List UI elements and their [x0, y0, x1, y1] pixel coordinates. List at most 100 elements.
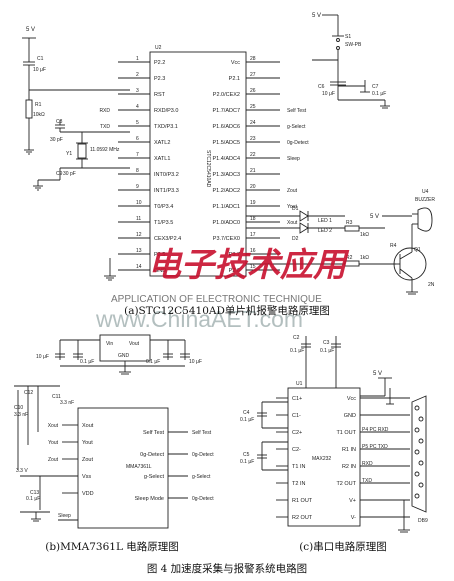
mcu-pin-name: Vcc — [231, 60, 240, 66]
c3-label: C3 — [323, 340, 330, 346]
watermark-cn: 电子技术应用 — [148, 245, 350, 284]
crystal-y1 — [77, 143, 87, 159]
d1-label: D1 — [292, 206, 299, 212]
mcu-pin-num: 9 — [136, 184, 139, 190]
mcu-pin-name: T1/P3.5 — [154, 220, 173, 226]
r2-label: R2 — [346, 255, 353, 261]
accel-chip-body — [77, 407, 169, 529]
max232-pin-name: R1 IN — [342, 447, 356, 453]
c7-value: 0.1 μF — [372, 91, 386, 97]
accel-net-label: g-Select — [192, 474, 211, 480]
max232-pin-name: C1- — [292, 413, 301, 419]
db9-pin — [414, 493, 420, 499]
accel-pin-name: 0g-Detect — [140, 452, 164, 458]
mcu-pin-num: 10 — [136, 200, 142, 206]
mcu-pin-name: CEX3/P2.4 — [154, 236, 181, 242]
db9-pin — [418, 482, 424, 488]
mcu-net-label: Zout — [287, 188, 298, 194]
db9-pin — [418, 416, 424, 422]
mcu-pin-num: 3 — [136, 88, 139, 94]
mcu-pin-name: P1.6/ADC6 — [212, 124, 240, 130]
max232-net-label: P5 PC TXD — [362, 444, 388, 450]
mcu-pin-name: RXD/P3.0 — [154, 108, 178, 114]
s1-label: S1 — [345, 34, 351, 40]
caption-c: (c)串口电路原理图 — [299, 540, 387, 553]
c13-label: C13 — [30, 490, 39, 496]
ldo-vin: Vin — [106, 341, 113, 347]
accel-net-label: Zout — [48, 457, 59, 463]
mcu-pin-num: 14 — [136, 264, 142, 270]
net-3v3: 3.3 V — [16, 468, 28, 474]
mcu-pin-name: P2.5 — [154, 252, 165, 258]
mcu-ref: U2 — [155, 45, 162, 51]
mcu-pin-num: 27 — [250, 72, 256, 78]
c4-value: 0.1 μF — [240, 417, 254, 423]
alarm-output-circuit: U4 BUZZER 5 V D1 D2 LED 1 LED 2 R3 1kΩ — [246, 189, 435, 295]
c11-label: C11 — [52, 394, 61, 400]
mcu-net-label: TXD — [100, 124, 110, 130]
vcc-label-top: 5 V — [312, 13, 321, 19]
r3-value: 1kΩ — [360, 232, 369, 238]
mcu-pin-num: 15 — [250, 264, 256, 270]
c12-label: C12 — [24, 390, 33, 396]
mcu-pin-num: 7 — [136, 152, 139, 158]
mcu-pin-name: P1.1/ADC1 — [212, 204, 240, 210]
r1-value: 10kΩ — [33, 112, 45, 118]
mcu-pin-num: 13 — [136, 248, 142, 254]
b-cap2-val: 0.1 μF — [80, 359, 94, 365]
c4-label: C4 — [243, 410, 250, 416]
mcu-pin-name: P1.2/ADC2 — [212, 188, 240, 194]
panel-b-accel-circuit: Vin Vout GND 10 μF 0.1 μF 0.1 μF 10 μF M… — [14, 334, 215, 529]
accel-pin-name: Sleep Mode — [135, 496, 164, 502]
mcu-pin-num: 21 — [250, 168, 256, 174]
accel-pin-name: Zout — [82, 457, 93, 463]
max232-pin-name: T2 OUT — [336, 481, 356, 487]
c5-value: 0.1 μF — [240, 459, 254, 465]
r2-resistor — [344, 260, 360, 267]
accel-pin-name: Yout — [82, 440, 93, 446]
mcu-body — [149, 51, 247, 277]
mcu-pin-num: 2 — [136, 72, 139, 78]
mcu-pin-num: 8 — [136, 168, 139, 174]
mcu-pin-name: XATL1 — [154, 156, 170, 162]
max232-pin-name: C2- — [292, 447, 301, 453]
c5-label: C5 — [243, 452, 250, 458]
mcu-pin-num: 17 — [250, 232, 256, 238]
r4-label: R4 — [390, 243, 397, 249]
max232-pin-name: V- — [351, 515, 356, 521]
mcu-pin-name: P2.0/CEX2 — [213, 92, 240, 98]
mcu-pin-name: INT0/P3.2 — [154, 172, 179, 178]
u4-label: U4 — [422, 189, 429, 195]
c3-value: 0.1 μF — [320, 348, 334, 354]
db9-pin — [418, 460, 424, 466]
mcu-pin-name: P1.7/ADC7 — [212, 108, 240, 114]
mcu-pin-num: 26 — [250, 88, 256, 94]
mcu-net-label: Xout — [287, 220, 298, 226]
vcc-label-left: 5 V — [26, 27, 35, 33]
c2-label: C2 — [293, 335, 300, 341]
ldo-gnd: GND — [118, 353, 130, 359]
b-cap1-val: 10 μF — [36, 354, 49, 360]
accel-pin-name: Xout — [82, 423, 94, 429]
accel-pin-name: Self Test — [143, 430, 164, 436]
mcu-pin-num: 5 — [136, 120, 139, 126]
watermark: 电子技术应用 APPLICATION OF ELECTRONIC TECHNIQ… — [95, 245, 350, 332]
reset-circuit: 5 V C1 10 μF R1 10kΩ — [22, 27, 130, 155]
c8-value: 30 pF — [50, 137, 63, 143]
mcu-pin-name: GND — [154, 268, 166, 274]
max232-pin-name: GND — [344, 413, 356, 419]
mcu-pin-name: P1.4/ADC4 — [212, 156, 240, 162]
mcu-net-label: g-Select — [287, 124, 306, 130]
r3-label: R3 — [346, 220, 353, 226]
ldo-vout: Vout — [129, 341, 140, 347]
db9-pins — [414, 405, 424, 499]
c1-label: C1 — [37, 56, 44, 62]
mcu-pin-name: P2.2 — [154, 60, 165, 66]
accel-net-label: Xout — [48, 423, 59, 429]
mcu-pin-num: 23 — [250, 136, 256, 142]
r1-label: R1 — [35, 102, 42, 108]
mcu-pin-name: P3.7/CEX0 — [213, 236, 240, 242]
